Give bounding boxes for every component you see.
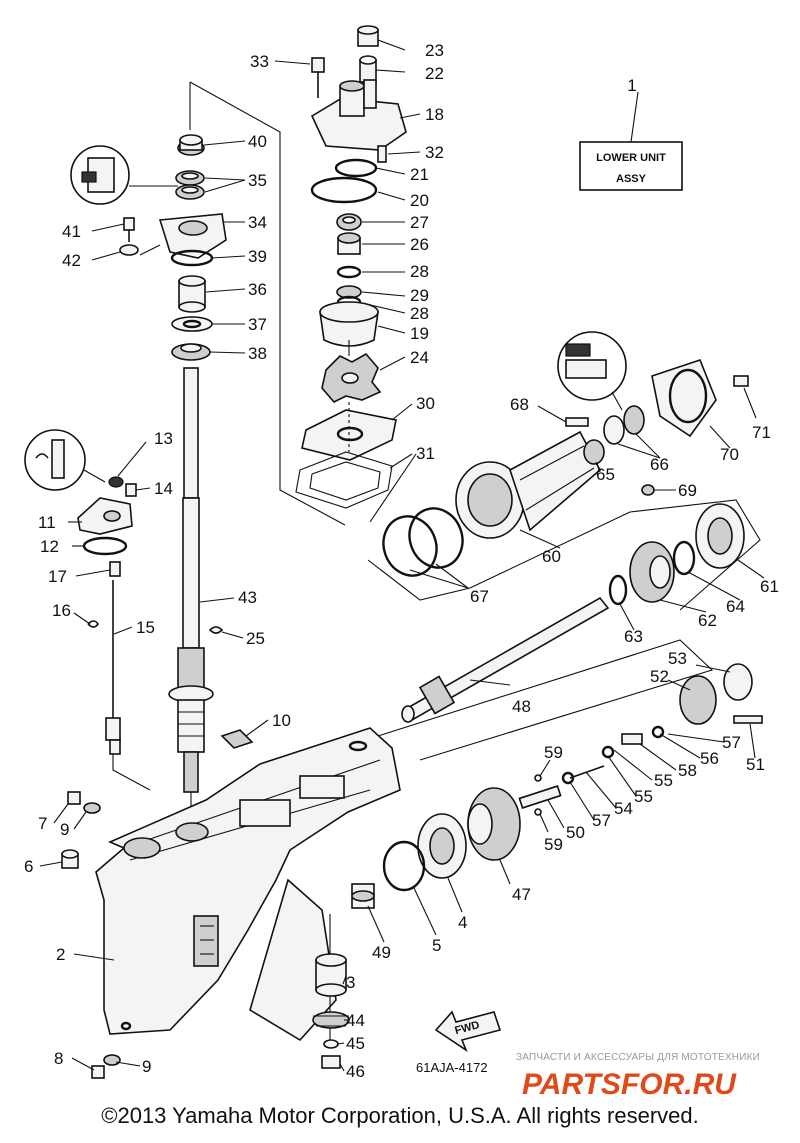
callout-7: 7 — [38, 814, 47, 833]
callout-70: 70 — [720, 445, 739, 464]
drawing-code: 61AJA-4172 — [416, 1060, 488, 1075]
callout-6: 6 — [24, 857, 33, 876]
callout-4: 4 — [458, 913, 467, 932]
callout-68: 68 — [510, 395, 529, 414]
pinion-group — [312, 883, 375, 1069]
callout-59a: 59 — [544, 743, 563, 762]
callout-12: 12 — [40, 537, 59, 556]
callout-57b: 57 — [722, 733, 741, 752]
callout-56: 56 — [700, 749, 719, 768]
assembly-box-line2: ASSY — [616, 173, 647, 185]
callout-52: 52 — [650, 667, 669, 686]
leader-lines — [39, 39, 765, 1072]
callout-55a: 55 — [634, 787, 653, 806]
callout-15: 15 — [136, 618, 155, 637]
callout-39: 39 — [248, 247, 267, 266]
callout-17: 17 — [48, 567, 67, 586]
callout-64: 64 — [726, 597, 745, 616]
callout-31: 31 — [416, 444, 435, 463]
callout-3: 3 — [346, 973, 355, 992]
assembly-box-line1: LOWER UNIT — [596, 152, 666, 164]
watermark: ЗАПЧАСТИ И АКСЕССУАРЫ ДЛЯ МОТОТЕХНИКИ PA… — [516, 1052, 760, 1101]
watermark-logo: PARTSFOR.RU — [522, 1068, 737, 1101]
callout-55b: 55 — [654, 771, 673, 790]
callout-35: 35 — [248, 171, 267, 190]
callout-46: 46 — [346, 1062, 365, 1081]
copyright-notice: ©2013 Yamaha Motor Corporation, U.S.A. A… — [101, 1103, 699, 1128]
callout-13: 13 — [154, 429, 173, 448]
callout-10: 10 — [272, 711, 291, 730]
callout-63: 63 — [624, 627, 643, 646]
callout-43: 43 — [238, 588, 257, 607]
callout-11: 11 — [38, 513, 56, 532]
callout-30: 30 — [416, 394, 435, 413]
callout-28b: 28 — [410, 304, 429, 323]
callout-21: 21 — [410, 165, 429, 184]
callout-33: 33 — [250, 52, 269, 71]
callout-59b: 59 — [544, 835, 563, 854]
callout-71: 71 — [752, 423, 771, 442]
callout-34: 34 — [248, 213, 267, 232]
callout-49: 49 — [372, 943, 391, 962]
callout-9a: 9 — [60, 820, 69, 839]
callout-36: 36 — [248, 280, 267, 299]
callout-18: 18 — [425, 105, 444, 124]
callout-2: 2 — [56, 945, 65, 964]
callout-8: 8 — [54, 1049, 63, 1068]
callout-24: 24 — [410, 348, 429, 367]
callout-45: 45 — [346, 1034, 365, 1053]
callout-53: 53 — [668, 649, 687, 668]
callout-62: 62 — [698, 611, 717, 630]
callout-19: 19 — [410, 324, 429, 343]
callout-65: 65 — [596, 465, 615, 484]
callout-labels: 23 22 18 33 32 21 20 27 26 28 29 28 19 2… — [24, 41, 779, 1081]
callout-54: 54 — [614, 799, 633, 818]
callout-28a: 28 — [410, 262, 429, 281]
drive-shaft-group — [70, 81, 346, 812]
callout-60: 60 — [542, 547, 561, 566]
fwd-arrow: FWD — [434, 1010, 502, 1053]
callout-47: 47 — [512, 885, 531, 904]
callout-40: 40 — [248, 132, 267, 151]
callout-23: 23 — [425, 41, 444, 60]
callout-58: 58 — [678, 761, 697, 780]
callout-29: 29 — [410, 286, 429, 305]
callout-69: 69 — [678, 481, 697, 500]
callout-61: 61 — [760, 577, 779, 596]
callout-26: 26 — [410, 235, 429, 254]
callout-27: 27 — [410, 213, 429, 232]
lower-unit-housing — [61, 727, 401, 1079]
assembly-box: LOWER UNIT ASSY 1 — [579, 76, 683, 191]
callout-67: 67 — [470, 587, 489, 606]
callout-1: 1 — [627, 76, 636, 95]
callout-9b: 9 — [142, 1057, 151, 1076]
callout-66: 66 — [650, 455, 669, 474]
callout-14: 14 — [154, 479, 173, 498]
callout-16: 16 — [52, 601, 71, 620]
callout-44: 44 — [346, 1011, 365, 1030]
callout-5: 5 — [432, 936, 441, 955]
callout-32: 32 — [425, 143, 444, 162]
callout-50: 50 — [566, 823, 585, 842]
callout-20: 20 — [410, 191, 429, 210]
water-pump-group — [295, 25, 407, 509]
callout-22: 22 — [425, 64, 444, 83]
callout-41: 41 — [62, 222, 81, 241]
callout-42: 42 — [62, 251, 81, 270]
callout-25: 25 — [246, 629, 265, 648]
callout-37: 37 — [248, 315, 267, 334]
propeller-shaft-group — [367, 331, 763, 892]
callout-48: 48 — [512, 697, 531, 716]
callout-38: 38 — [248, 344, 267, 363]
watermark-tagline: ЗАПЧАСТИ И АКСЕССУАРЫ ДЛЯ МОТОТЕХНИКИ — [516, 1052, 760, 1063]
callout-51: 51 — [746, 755, 765, 774]
callout-57a: 57 — [592, 811, 611, 830]
